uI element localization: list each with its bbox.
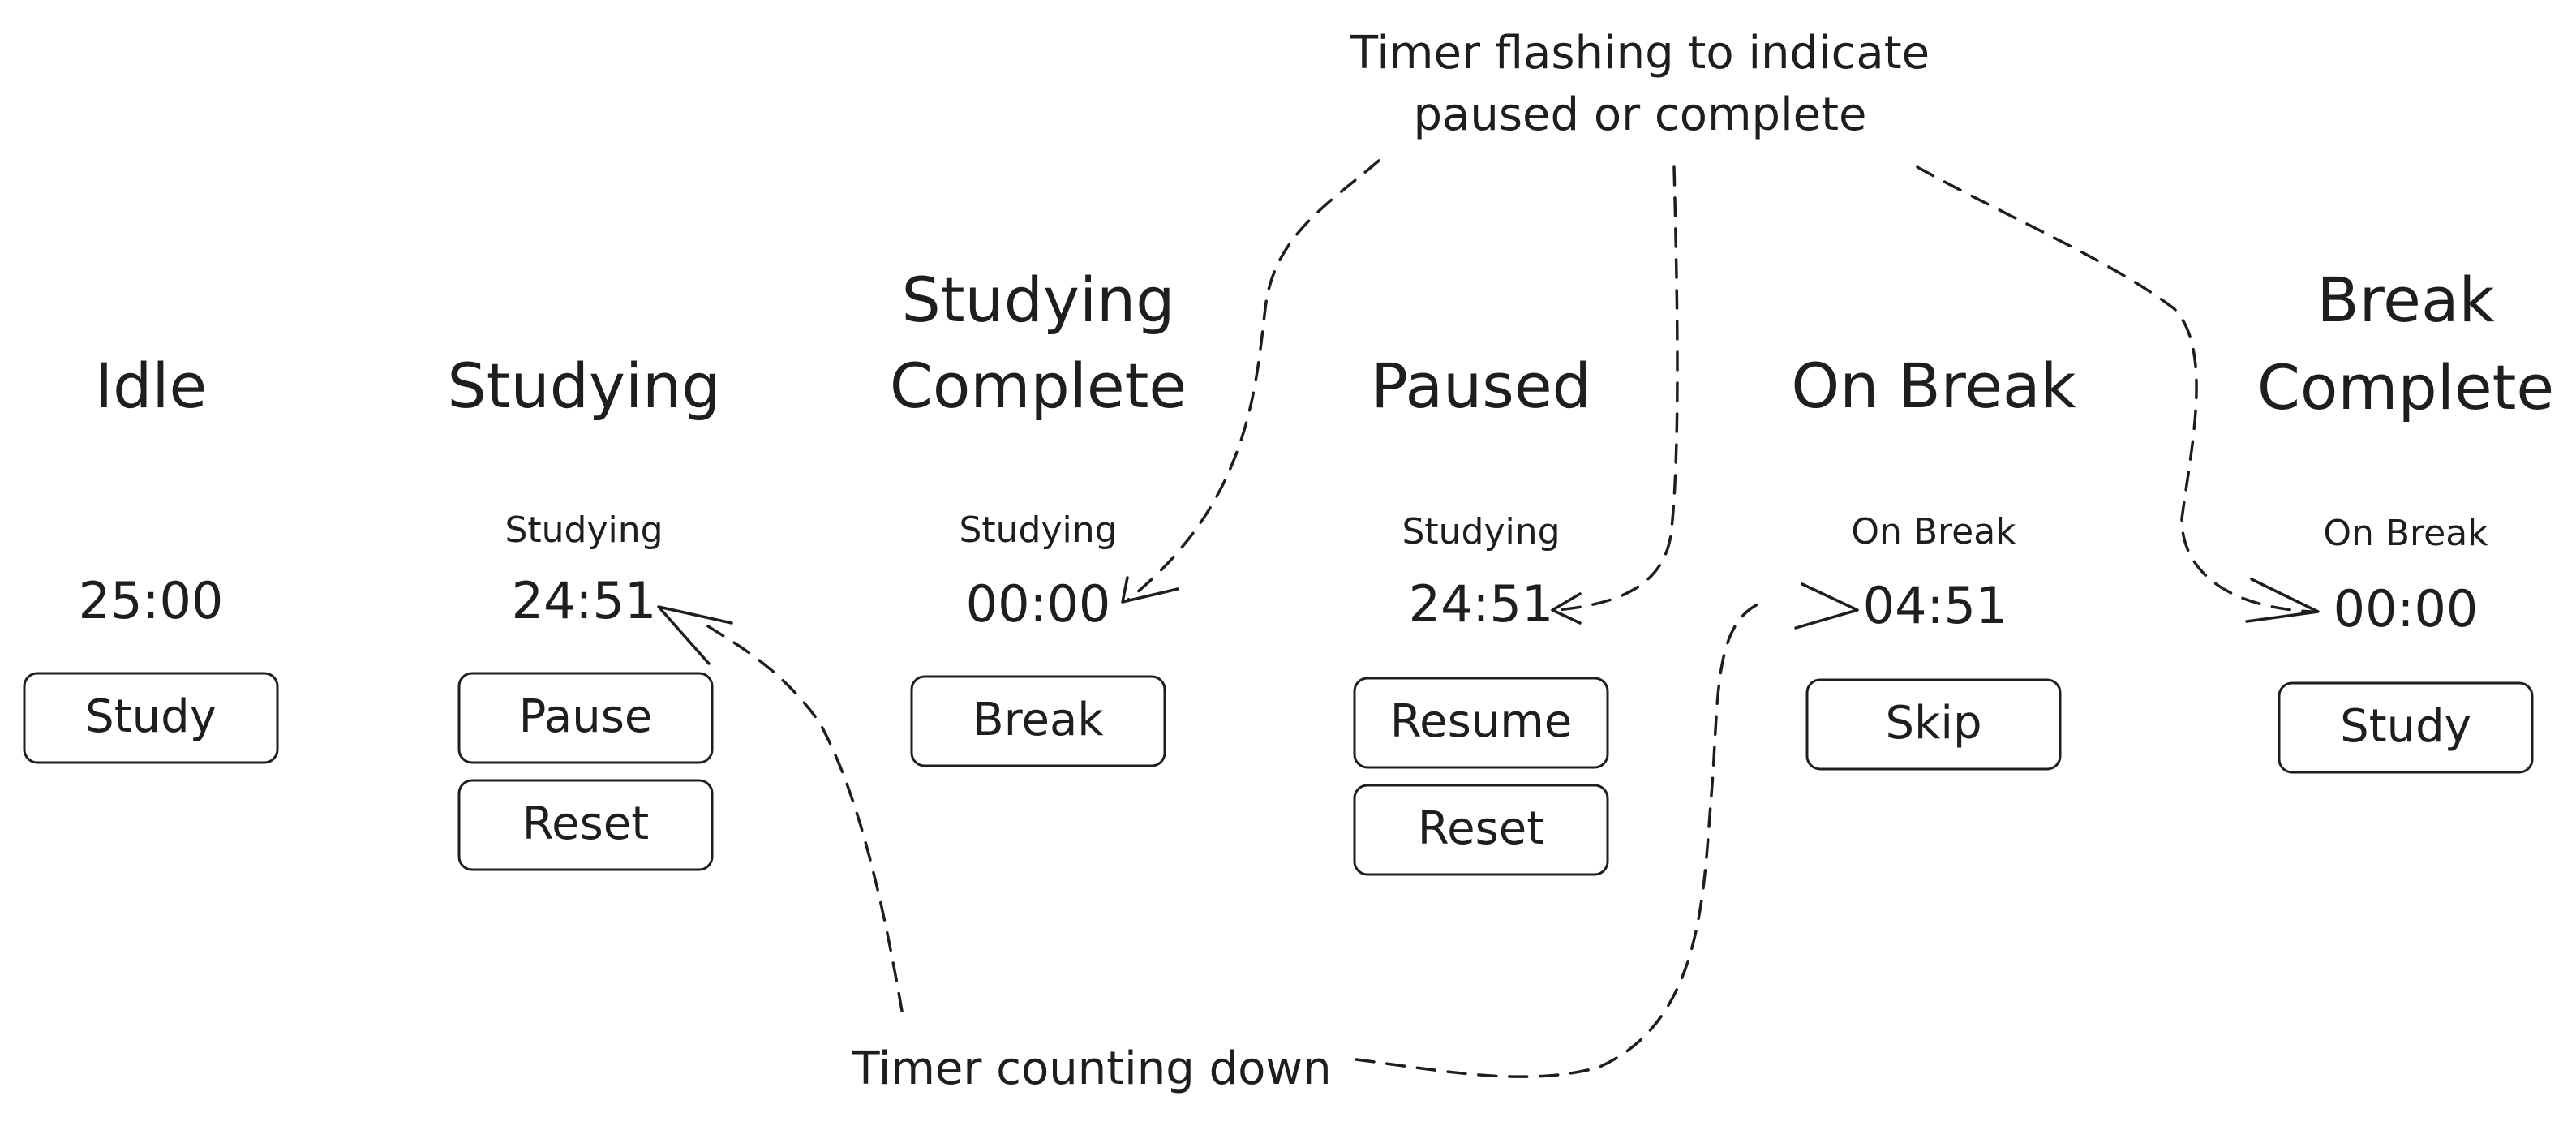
mode-label: On Break — [2323, 513, 2488, 554]
arrowhead — [1794, 582, 1859, 630]
arrow-to-studying-complete-timer — [1126, 159, 1380, 602]
arrowhead — [657, 605, 733, 665]
annotation-timer-counting: Timer counting down — [851, 1042, 1331, 1095]
timer-display: 24:51 — [1409, 574, 1554, 634]
arrowhead — [2245, 578, 2320, 623]
skip-button[interactable]: Skip — [1805, 678, 2062, 771]
state-title: On Break — [1791, 350, 2076, 422]
state-on-break: On Break On Break 04:51 Skip — [1791, 350, 2076, 771]
skip-button-label: Skip — [1885, 697, 1981, 750]
study-button-label: Study — [2340, 700, 2471, 753]
mode-label: Studying — [959, 509, 1117, 551]
arrow-to-break-complete-timer — [1916, 165, 2313, 613]
break-button[interactable]: Break — [910, 675, 1166, 767]
timer-display: 00:00 — [2333, 579, 2479, 638]
reset-button[interactable]: Reset — [457, 779, 714, 871]
pause-button[interactable]: Pause — [457, 672, 714, 764]
study-button[interactable]: Study — [2278, 681, 2534, 774]
state-idle: Idle 25:00 Study — [23, 350, 279, 764]
state-studying: Studying Studying 24:51 Pause Reset — [448, 350, 721, 871]
state-studying-complete: Studying Complete Studying 00:00 Break — [890, 264, 1187, 767]
state-break-complete: Break Complete On Break 00:00 Study — [2257, 264, 2554, 774]
study-button-label: Study — [85, 690, 217, 743]
break-button-label: Break — [972, 694, 1104, 746]
reset-button[interactable]: Reset — [1353, 784, 1609, 876]
study-button[interactable]: Study — [23, 672, 279, 764]
timer-display: 25:00 — [79, 571, 224, 630]
arrowhead — [1551, 592, 1582, 625]
mode-label: Studying — [1402, 511, 1560, 552]
resume-button-label: Resume — [1390, 695, 1573, 748]
annotation-line-1: Timer flashing to indicate — [1350, 27, 1930, 80]
annotation-timer-flashing: Timer flashing to indicate paused or com… — [1350, 27, 1930, 141]
timer-display: 24:51 — [512, 571, 657, 630]
mode-label: On Break — [1851, 511, 2016, 552]
counting-arrows — [657, 582, 1859, 1078]
reset-button-label: Reset — [1418, 802, 1544, 855]
reset-button-label: Reset — [522, 797, 649, 850]
arrow-to-paused-timer — [1556, 165, 1679, 612]
mode-label: Studying — [504, 509, 663, 551]
annotation-line-2: paused or complete — [1414, 88, 1867, 141]
pause-button-label: Pause — [519, 690, 653, 743]
arrow-to-on-break-timer — [1355, 599, 1770, 1078]
arrow-to-studying-timer — [704, 623, 904, 1012]
state-paused: Paused Studying 24:51 Resume Reset — [1353, 350, 1609, 876]
timer-display: 04:51 — [1863, 576, 2008, 635]
arrowhead — [1121, 576, 1179, 604]
state-title-line-1: Studying — [902, 264, 1175, 336]
state-title: Studying — [448, 350, 721, 422]
state-title: Idle — [95, 350, 208, 422]
state-title-line-1: Break — [2316, 264, 2494, 336]
state-title: Paused — [1371, 350, 1591, 422]
flashing-arrows — [1121, 159, 2320, 625]
timer-display: 00:00 — [966, 574, 1111, 634]
resume-button[interactable]: Resume — [1353, 677, 1609, 769]
state-title-line-2: Complete — [2257, 351, 2554, 423]
annotation-text: Timer counting down — [851, 1042, 1331, 1095]
state-title-line-2: Complete — [890, 350, 1187, 422]
